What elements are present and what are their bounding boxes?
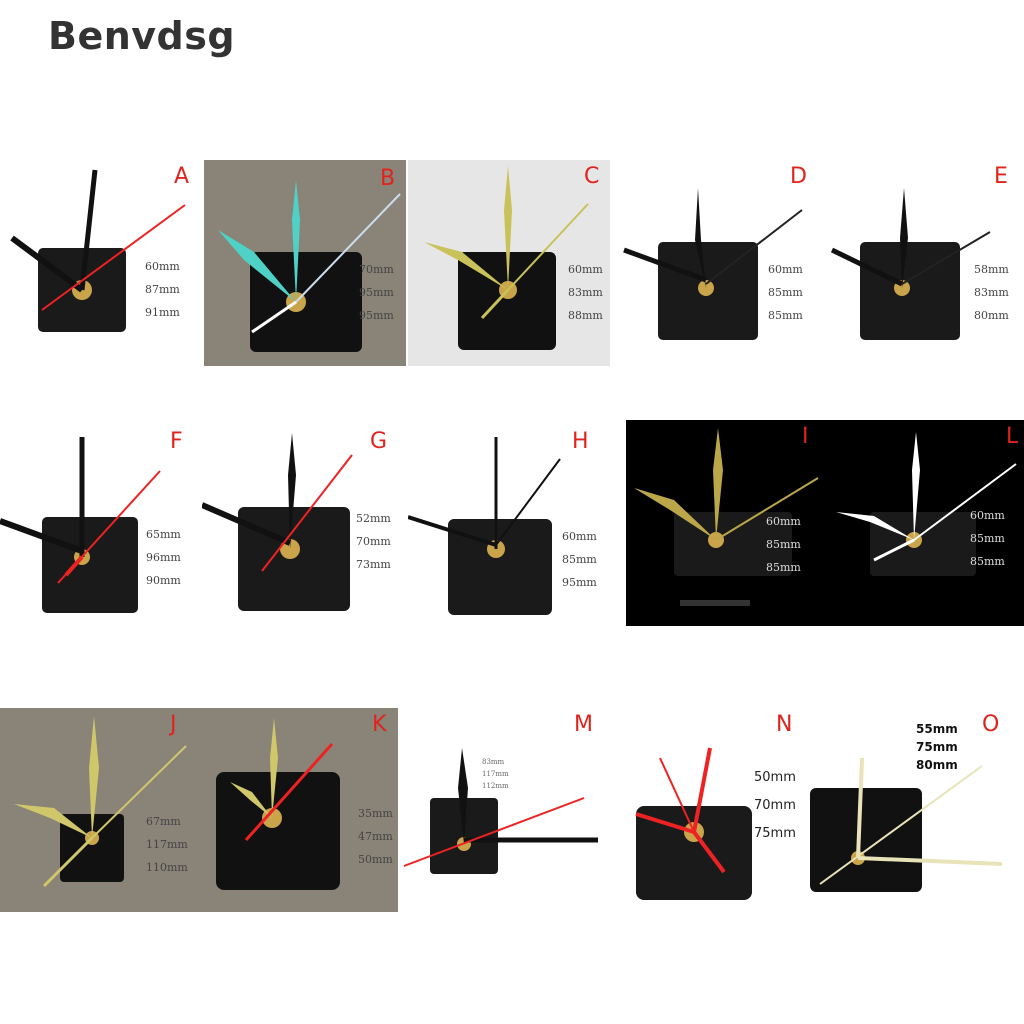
option-letter: D	[790, 164, 807, 189]
option-letter: L	[1006, 424, 1019, 449]
option-letter: G	[370, 429, 388, 454]
option-letter: J	[170, 712, 177, 737]
clock-mechanism-d-image	[623, 188, 803, 340]
clock-mechanism-l-image	[836, 432, 1017, 576]
option-letter: M	[574, 712, 593, 737]
clock-mechanism-m-image	[403, 748, 598, 874]
clock-mechanism-i-image	[634, 428, 819, 606]
option-letter: E	[994, 164, 1008, 189]
clock-mechanism-a-image	[10, 169, 186, 332]
clock-mechanism-c-image	[424, 166, 589, 350]
clock-mechanism-n-image	[635, 747, 752, 900]
option-letter: B	[380, 166, 396, 191]
option-letter: F	[170, 429, 183, 454]
clock-mechanism-b-image	[218, 180, 401, 352]
option-letter: I	[802, 424, 809, 449]
option-letter: O	[982, 712, 1000, 737]
option-letter: C	[584, 164, 600, 189]
clock-mechanism-h-image	[408, 437, 561, 615]
clock-mechanism-f-image	[0, 437, 161, 613]
clock-mechanism-j-image	[14, 716, 187, 888]
option-letter: H	[572, 429, 589, 454]
option-letter: K	[372, 712, 387, 737]
clock-mechanism-e-image	[830, 188, 991, 340]
brand-logo: Benvdsg	[48, 14, 236, 58]
clock-mechanism-k-image	[216, 718, 340, 890]
option-letter: N	[776, 712, 793, 737]
clock-mechanism-o-image	[810, 757, 1003, 892]
clock-mechanism-g-image	[202, 433, 353, 611]
option-letter: A	[174, 164, 190, 189]
